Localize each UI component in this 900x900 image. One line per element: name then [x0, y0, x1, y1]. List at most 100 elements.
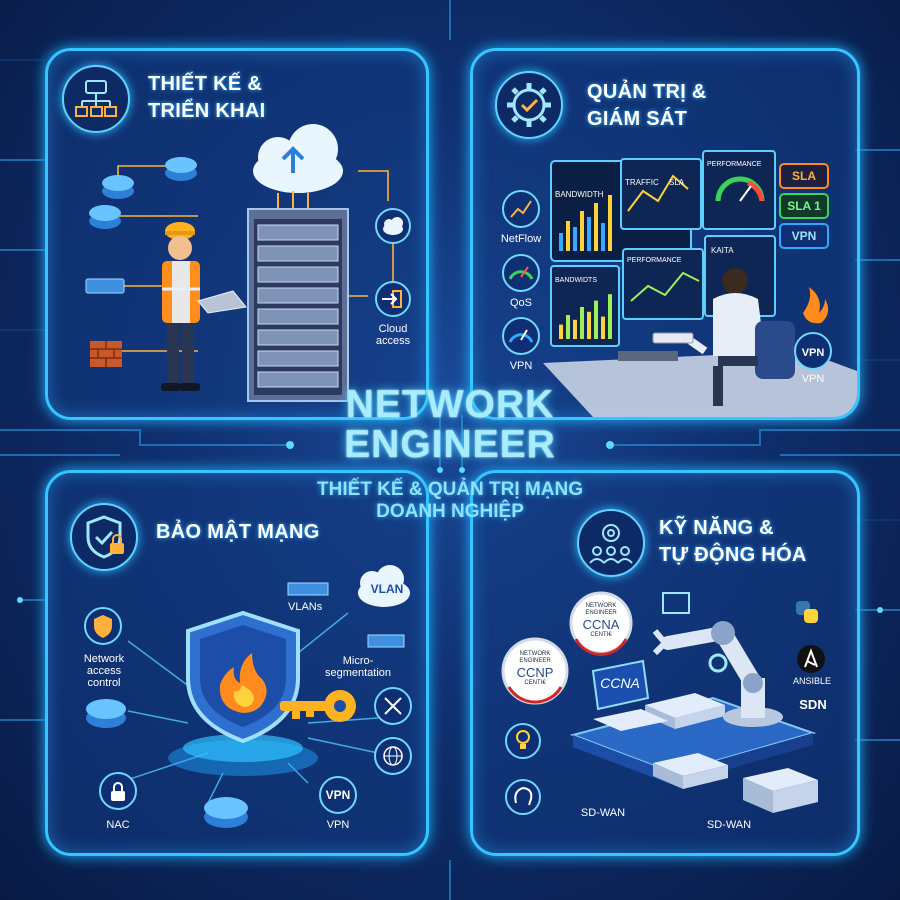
lock-icon — [84, 607, 122, 645]
design-illustration — [85, 124, 411, 402]
team-gear-icon — [577, 509, 645, 577]
vpn-badge: VPN — [779, 223, 829, 249]
engineer-figure — [161, 222, 247, 391]
rack-unit — [257, 245, 339, 262]
switch-icon — [367, 634, 405, 648]
globe-icon — [374, 737, 412, 775]
firewall-icon — [90, 341, 122, 367]
panel-design-deploy: THIẾT KẾ &TRIỂN KHAI — [45, 48, 429, 420]
workflow-icon — [662, 592, 690, 614]
automation-illustration — [501, 591, 825, 815]
key-icon — [280, 690, 356, 722]
monitor-bar — [580, 211, 584, 251]
vpn-icon — [319, 776, 357, 814]
monitor-bar — [601, 223, 605, 251]
vpn-icon-label: VPN — [325, 788, 351, 802]
vpn-circle — [794, 332, 832, 370]
vlans-label: VLANs — [288, 601, 323, 613]
monitor-label: TRAFFIC — [625, 178, 659, 187]
fire-icon — [803, 287, 829, 324]
vpn-label: VPN — [326, 819, 350, 831]
ccnp-badge — [501, 637, 569, 705]
rack-unit — [257, 224, 339, 241]
monitor-label: PERFORMANCE — [707, 161, 762, 168]
monitor-bar — [594, 203, 598, 251]
monitor-bar — [559, 324, 563, 339]
arrows-icon — [374, 687, 412, 725]
microsegmentation-label: Micro-segmentation — [324, 655, 392, 679]
security-illustration — [84, 565, 412, 828]
sdwan-label: SD-WAN — [580, 807, 626, 819]
ansible-label: ANSIBLE — [792, 676, 832, 686]
ccna-badge — [569, 591, 633, 656]
gear-check-icon — [495, 71, 563, 139]
monitor-label: BANDWIDTS — [555, 277, 597, 284]
monitor-bar — [587, 217, 591, 251]
monitor-label: PERFORMANCE — [627, 257, 682, 264]
panel-title: THIẾT KẾ &TRIỂN KHAI — [148, 73, 266, 122]
panel-title: KỸ NĂNG &TỰ ĐỘNG HÓA — [659, 517, 807, 566]
monitor-bar — [566, 221, 570, 251]
monitor-bar — [566, 315, 570, 339]
keyboard — [652, 332, 694, 344]
monitor-bar — [608, 294, 612, 339]
server-box — [593, 709, 668, 731]
monitor-label: KAITA — [711, 246, 734, 255]
netflow-chart-icon — [502, 190, 540, 228]
panel-admin-monitoring: QUẢN TRỊ &GIÁM SÁT — [470, 48, 860, 420]
vlan-cloud-icon — [358, 565, 410, 607]
monitor-bar — [559, 233, 563, 251]
brain-gear-icon — [505, 779, 541, 815]
nac-short-label: NAC — [106, 819, 130, 831]
shield-fire-icon — [186, 610, 300, 744]
monitor-traffic — [620, 158, 702, 230]
monitor-bar — [573, 227, 577, 251]
sdn-label: SDN — [799, 697, 827, 712]
panel-title: QUẢN TRỊ &GIÁM SÁT — [587, 81, 707, 130]
monitor-label: BANDWIDTH — [555, 190, 604, 199]
monitor-bar — [601, 316, 605, 339]
vpn-gauge-icon — [502, 317, 540, 355]
router-box — [653, 753, 728, 789]
login-icon — [375, 281, 411, 317]
screen-box — [591, 659, 650, 711]
shield-lock-icon — [70, 503, 138, 571]
router-icon — [89, 205, 121, 229]
router-icon — [102, 175, 134, 199]
rack-unit — [257, 266, 339, 283]
monitor-performance-bottom — [622, 248, 704, 320]
rack-unit — [257, 371, 339, 388]
sla-badge: SLA — [779, 163, 829, 189]
nac-lock-icon — [99, 772, 137, 810]
cloud-icon — [253, 124, 343, 193]
switch-icon — [85, 278, 125, 294]
rack-unit — [257, 287, 339, 304]
monitoring-illustration — [502, 150, 857, 417]
qos-gauge-icon — [502, 254, 540, 292]
operator-figure — [682, 268, 795, 406]
monitor-bar — [573, 319, 577, 339]
router-icon — [165, 157, 197, 181]
gear-icon — [708, 653, 728, 673]
router-icon — [86, 699, 126, 728]
monitor-bar — [587, 311, 591, 339]
switch-box — [645, 693, 725, 729]
stacked-switch-box — [743, 768, 818, 813]
robot-arm — [652, 621, 783, 727]
cloud-upload-icon — [375, 208, 411, 244]
monitor-bar — [608, 195, 612, 251]
monitor-bar — [580, 307, 584, 339]
vpn-circle-label: VPN — [801, 347, 825, 359]
vlan-cloud-label: VLAN — [370, 582, 404, 596]
lightbulb-icon — [505, 723, 541, 759]
rack-unit — [257, 350, 339, 367]
ansible-icon — [797, 645, 825, 673]
vpn-label: VPN — [801, 373, 825, 385]
rack-unit — [257, 308, 339, 325]
